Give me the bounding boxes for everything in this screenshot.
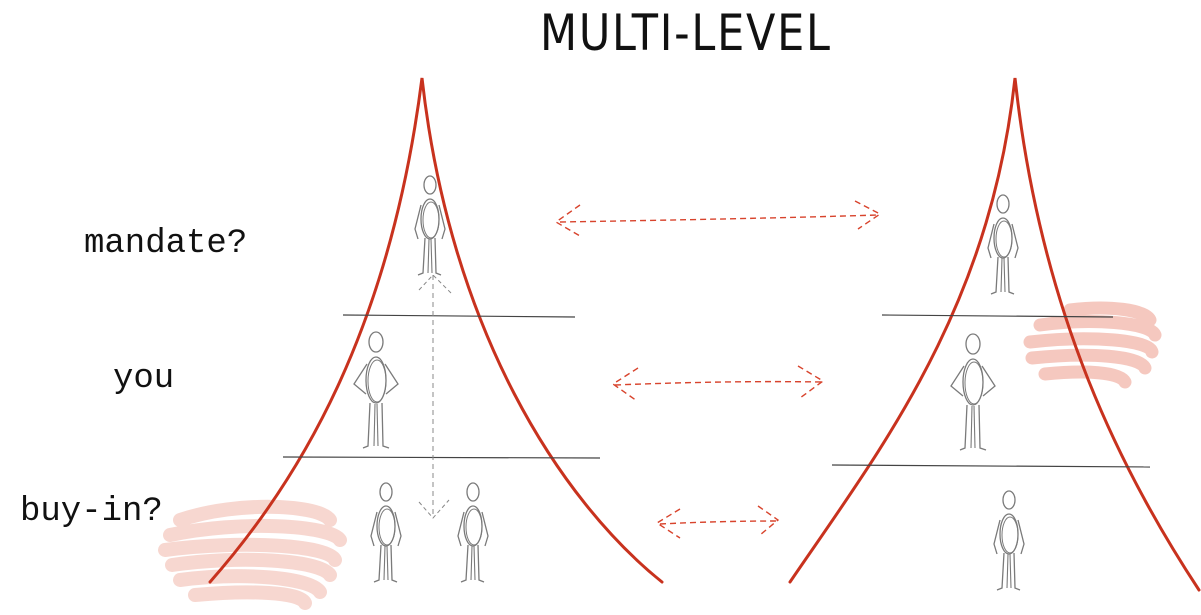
person-figure — [993, 490, 1025, 591]
highlight-scribble-right — [1023, 301, 1162, 389]
diagram-title: MULTI-LEVEL — [540, 4, 832, 62]
highlight-scribble-left — [158, 499, 347, 610]
level-label-you: you — [113, 360, 175, 398]
left-pyramid-outline — [208, 77, 664, 584]
person-figure — [950, 333, 996, 451]
right-pyramid-divider-lower — [831, 464, 1151, 468]
arrow-middle-level — [611, 365, 825, 402]
person-figure — [353, 331, 399, 449]
arrow-bottom-level — [655, 505, 780, 539]
vertical-dashed-arrow — [418, 274, 452, 519]
person-figure — [987, 194, 1019, 295]
right-pyramid-divider-upper — [881, 314, 1114, 318]
right-pyramid-outline — [788, 77, 1201, 592]
arrow-top-level — [554, 200, 882, 237]
person-figure — [457, 482, 489, 583]
left-pyramid-divider-lower — [282, 456, 601, 459]
person-figure — [370, 482, 402, 583]
level-label-buy-in: buy-in? — [20, 493, 163, 531]
left-pyramid-divider-upper — [342, 314, 576, 318]
level-label-mandate: mandate? — [84, 225, 248, 263]
